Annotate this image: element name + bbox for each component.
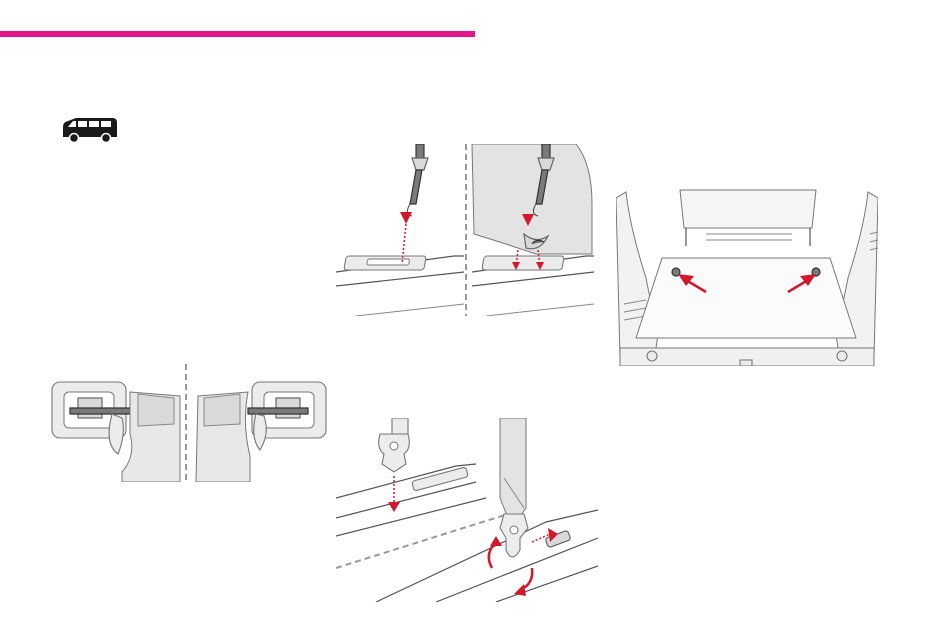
rail-clip-insertion-figure bbox=[336, 418, 598, 602]
cargo-floor-anchor-points-figure bbox=[616, 188, 878, 366]
strap-hook-to-floor-anchor-figure bbox=[336, 144, 594, 316]
rail-clip-left bbox=[379, 418, 410, 472]
rail-clip-right bbox=[500, 514, 571, 557]
header-accent-bar bbox=[0, 31, 475, 37]
down-arrow-icon bbox=[388, 502, 400, 512]
van-side-icon bbox=[60, 116, 120, 144]
panel-divider bbox=[336, 514, 508, 568]
strap-hook-left bbox=[407, 144, 428, 216]
seatbelt-buckle-lock-positions-figure bbox=[50, 364, 328, 482]
